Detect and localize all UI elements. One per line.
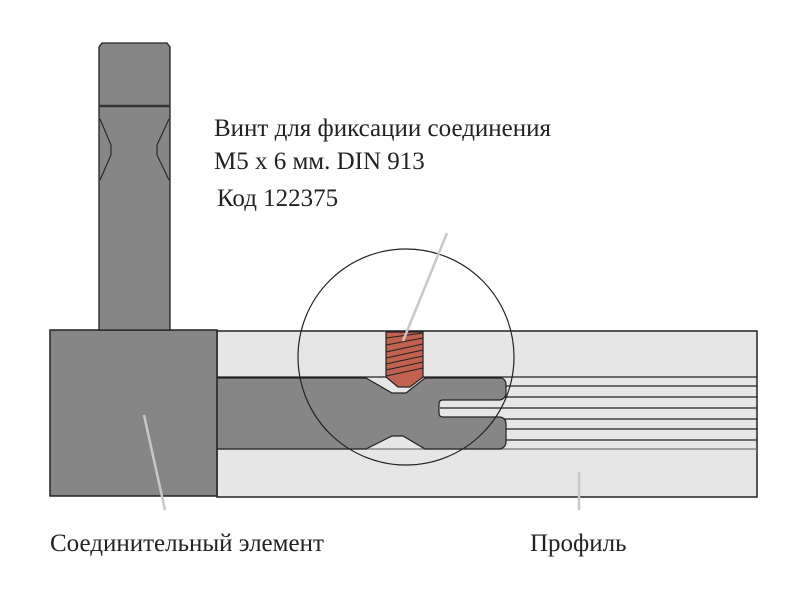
set-screw xyxy=(385,331,424,388)
connector-stem xyxy=(98,42,171,331)
connector-block xyxy=(49,329,218,497)
connector-label: Соединительный элемент xyxy=(50,530,324,557)
screw-code: Код 122375 xyxy=(217,185,339,212)
screw-label-line1: Винт для фиксации соединения xyxy=(214,115,552,142)
screw-label-line2: M5 x 6 мм. DIN 913 xyxy=(214,148,425,175)
connector-arm xyxy=(216,377,507,450)
leader-lines xyxy=(142,232,581,511)
profile-label: Профиль xyxy=(530,530,627,557)
detail-circle xyxy=(297,248,515,466)
